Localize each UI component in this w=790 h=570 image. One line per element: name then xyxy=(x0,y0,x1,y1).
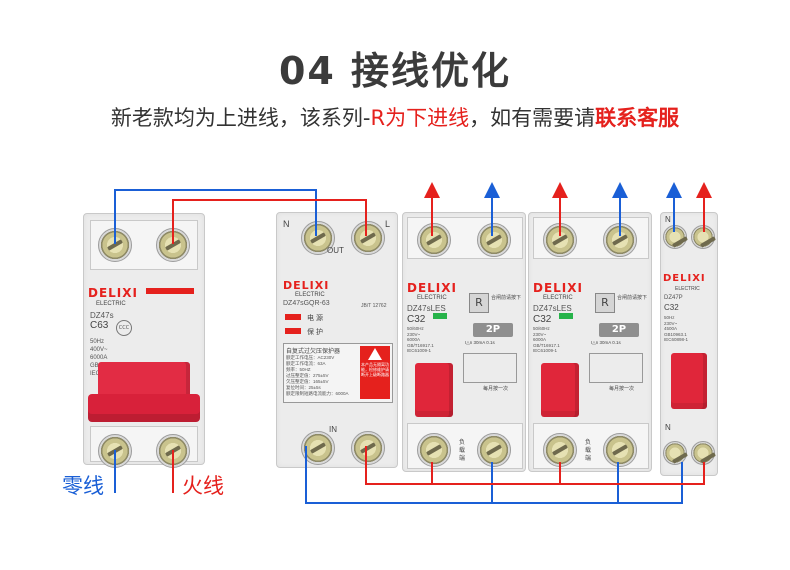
main-breaker-brand-sub: ELECTRIC xyxy=(96,301,126,307)
rcbo-2-load-label: 负载端 xyxy=(585,440,592,462)
rcbo-1-brand: DELIXI xyxy=(407,281,457,295)
contact-service-link[interactable]: 联系客服 xyxy=(595,106,680,130)
main-breaker-handle-bar[interactable] xyxy=(88,394,200,422)
subtitle-text-1: 新老款均为上进线，该系列- xyxy=(110,106,371,130)
small-breaker-screw-bottom-l[interactable] xyxy=(691,441,715,465)
small-breaker-brand-sub: ELECTRIC xyxy=(675,286,700,292)
subtitle-highlight: R为下进线 xyxy=(370,106,470,130)
rcbo-2: DELIXI ELECTRIC DZ47sLES C32 50/60Hz 230… xyxy=(528,212,652,472)
rcbo-2-trip-spec: I△n 30mA 0.1s xyxy=(591,340,621,345)
rcbo-2-screw-top-l[interactable] xyxy=(543,223,577,257)
rcbo-2-reset-note: 合闸前请按下 xyxy=(617,295,648,301)
protector-screw-in-l[interactable] xyxy=(351,431,385,465)
rcbo-1: DELIXI ELECTRIC DZ47sLES C32 50/60Hz 230… xyxy=(402,212,526,472)
main-breaker-screw-n-top[interactable] xyxy=(98,228,132,262)
neutral-wire-label: 零线 xyxy=(62,474,104,498)
protector-power-led xyxy=(285,314,301,320)
rcbo-1-screw-bottom-n[interactable] xyxy=(477,433,511,467)
small-breaker-bottom-n: N xyxy=(665,423,671,432)
rcbo-2-r-button[interactable]: R xyxy=(595,293,615,313)
protector-standard: JB/T 12762 xyxy=(361,303,387,309)
rcbo-1-load-label: 负载端 xyxy=(459,440,466,462)
live-wire-label: 火线 xyxy=(182,474,224,498)
small-breaker-brand: DELIXI xyxy=(663,273,706,284)
protector-top-n: N xyxy=(283,219,290,229)
protector-in-label: IN xyxy=(329,425,337,434)
protector-top-l: L xyxy=(385,219,391,229)
main-breaker-model: DZ47s xyxy=(90,311,114,320)
rcbo-2-brand: DELIXI xyxy=(533,281,583,295)
rcbo-1-specs: 50/60Hz 230V~ 6000A GB/T16917.1 IEC61009… xyxy=(407,326,434,353)
rcbo-2-circuit-diagram xyxy=(589,353,643,383)
main-breaker-brand: DELIXI xyxy=(88,286,138,300)
main-breaker: DELIXI ELECTRIC DZ47s C63 CCC 50Hz 400V~… xyxy=(83,213,205,468)
protector-out-label: OUT xyxy=(327,246,344,255)
main-breaker-red-strip xyxy=(146,288,194,294)
voltage-protector: N L OUT DELIXI ELECTRIC DZ47sGQR-63 JB/T… xyxy=(276,212,398,468)
protector-panel-lines: 额定工作电压：AC230V 额定工作电流：63A 频率：50HZ 过压整定值：2… xyxy=(286,355,349,396)
rcbo-1-rating: C32 xyxy=(407,314,426,325)
rcbo-1-screw-top-l[interactable] xyxy=(417,223,451,257)
small-breaker-screw-top-n[interactable] xyxy=(663,225,687,249)
rcbo-2-brand-sub: ELECTRIC xyxy=(543,295,573,301)
small-breaker-top-n: N xyxy=(665,215,671,224)
rcbo-2-handle[interactable] xyxy=(541,363,579,417)
main-breaker-screw-l-bottom[interactable] xyxy=(156,434,190,468)
rcbo-1-reset-note: 合闸前请按下 xyxy=(491,295,522,301)
rcbo-1-r-button[interactable]: R xyxy=(469,293,489,313)
protector-screw-in-n[interactable] xyxy=(301,431,335,465)
main-breaker-screw-l-top[interactable] xyxy=(156,228,190,262)
protector-brand-sub: ELECTRIC xyxy=(295,292,325,298)
rcbo-1-screw-top-n[interactable] xyxy=(477,223,511,257)
rcbo-1-circuit-diagram xyxy=(463,353,517,383)
rcbo-1-trip-spec: I△n 30mA 0.1s xyxy=(465,340,495,345)
rcbo-2-specs: 50/60Hz 230V~ 6000A GB/T16917.1 IEC61009… xyxy=(533,326,560,353)
rcbo-2-screw-bottom-l[interactable] xyxy=(543,433,577,467)
main-breaker-screw-n-bottom[interactable] xyxy=(98,434,132,468)
rcbo-1-handle[interactable] xyxy=(415,363,453,417)
protector-warning-text: 本产品无隔离功能，检修维护请断开上级断路器 xyxy=(361,362,389,377)
small-breaker-screw-bottom-n[interactable] xyxy=(663,441,687,465)
rcbo-2-poles-badge: 2P xyxy=(599,323,639,337)
rcbo-2-rating: C32 xyxy=(533,314,552,325)
protector-brand: DELIXI xyxy=(283,279,330,292)
rcbo-1-brand-sub: ELECTRIC xyxy=(417,295,447,301)
small-breaker-screw-top-l[interactable] xyxy=(691,225,715,249)
protector-panel-title: 自复式过欠压保护器 xyxy=(286,349,341,355)
protector-model: DZ47sGQR-63 xyxy=(283,300,330,307)
small-breaker-model: DZ47P xyxy=(664,295,683,301)
rcbo-1-status-led xyxy=(433,313,447,319)
protector-warning-box: 本产品无隔离功能，检修维护请断开上级断路器 xyxy=(360,346,390,399)
rcbo-1-test-note: 每月按一次 xyxy=(483,386,509,392)
small-breaker-rating: C32 xyxy=(664,303,679,312)
page-subtitle: 新老款均为上进线，该系列-R为下进线，如有需要请联系客服 xyxy=(0,102,790,132)
rcbo-2-status-led xyxy=(559,313,573,319)
protector-protect-label: 保 护 xyxy=(307,329,323,336)
small-breaker-handle[interactable] xyxy=(671,353,707,409)
rcbo-1-poles-badge: 2P xyxy=(473,323,513,337)
main-breaker-rating: C63 xyxy=(90,320,109,331)
main-breaker-cert-mark: CCC xyxy=(116,320,132,336)
protector-protect-led xyxy=(285,328,301,334)
protector-power-label: 电 源 xyxy=(307,315,323,322)
small-breaker-specs: 50Hz 230V~ 4500A GB10963.1 IEC60898-1 xyxy=(664,315,689,342)
subtitle-text-2: ，如有需要请 xyxy=(469,106,596,130)
page-title: 04 接线优化 xyxy=(278,49,512,93)
rcbo-2-screw-top-n[interactable] xyxy=(603,223,637,257)
small-breaker: N DELIXI ELECTRIC DZ47P C32 50Hz 230V~ 4… xyxy=(660,212,718,476)
rcbo-2-test-note: 每月按一次 xyxy=(609,386,635,392)
protector-screw-out-l[interactable] xyxy=(351,221,385,255)
rcbo-2-model: DZ47sLES xyxy=(533,304,572,313)
protector-info-panel: 自复式过欠压保护器 额定工作电压：AC230V 额定工作电流：63A 频率：50… xyxy=(283,343,393,403)
rcbo-1-model: DZ47sLES xyxy=(407,304,446,313)
warning-icon xyxy=(368,348,382,360)
rcbo-2-screw-bottom-n[interactable] xyxy=(603,433,637,467)
rcbo-1-screw-bottom-l[interactable] xyxy=(417,433,451,467)
